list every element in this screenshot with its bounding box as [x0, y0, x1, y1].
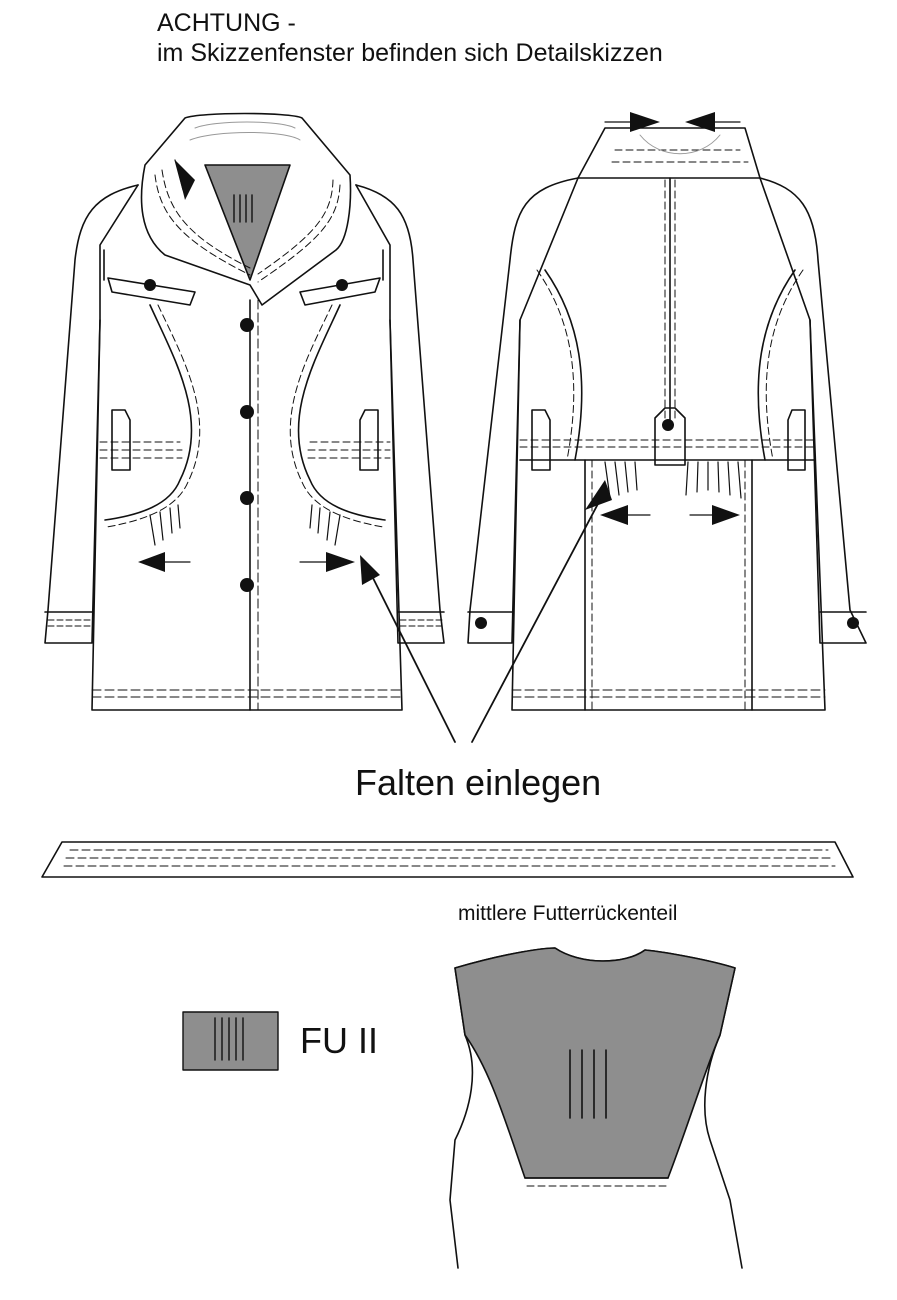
warning-note: ACHTUNG - im Skizzenfenster befinden sic…	[157, 8, 663, 68]
lining-grain-lines	[569, 1049, 607, 1119]
left-chest-flap	[107, 277, 196, 306]
front-left-seam-stitch	[106, 304, 201, 528]
back-belt-stitching	[519, 439, 816, 448]
back-left-side-tab	[531, 409, 551, 471]
warning-text: im Skizzenfenster befinden sich Detailsk…	[157, 39, 663, 67]
back-arrows	[585, 112, 740, 525]
back-center-stitch	[664, 179, 676, 419]
front-buttons	[144, 279, 348, 592]
back-right-princess-seam	[757, 269, 796, 461]
arrow-head-icon	[175, 160, 195, 200]
front-right-seam-stitch	[289, 304, 384, 528]
back-collar-fur	[639, 134, 721, 155]
button	[240, 318, 254, 332]
front-right-sleeve	[355, 184, 445, 644]
fabric-code-label: FU II	[300, 1020, 378, 1061]
front-right-pleats	[309, 504, 341, 546]
swatch-box	[182, 1011, 279, 1071]
back-panel-seams	[584, 459, 753, 711]
belt-outline	[41, 841, 854, 878]
yoke-seams	[103, 249, 384, 281]
back-right-seam-stitch	[765, 269, 804, 461]
arrow-head-icon	[600, 505, 628, 525]
back-right-sleeve	[759, 177, 867, 644]
collar-stitching-2	[161, 169, 334, 275]
back-body-outline	[511, 177, 826, 711]
back-left-sleeve	[467, 177, 579, 644]
jacket-front-view	[44, 112, 445, 711]
lining-back-piece	[449, 947, 743, 1269]
belt-stitching	[63, 849, 836, 867]
button	[336, 279, 348, 291]
collar-fur-texture	[189, 121, 301, 141]
front-right-side-tab	[359, 409, 379, 471]
right-chest-flap	[299, 277, 381, 306]
front-arrow-shafts	[164, 159, 327, 563]
pleats-label: Falten einlegen	[355, 762, 602, 803]
front-left-sleeve	[44, 184, 139, 644]
arrow-head-icon	[326, 552, 355, 572]
back-right-side-tab	[787, 409, 806, 471]
front-waist-stitching	[99, 441, 391, 459]
lining-back-grey-panel	[454, 947, 736, 1179]
front-body-outline	[91, 184, 403, 711]
back-left-princess-seam	[544, 269, 583, 461]
front-left-side-tab	[111, 409, 131, 471]
arrow-head-icon	[685, 112, 715, 132]
arrow-head-icon	[712, 505, 740, 525]
back-pleats	[604, 461, 742, 499]
back-center-tab	[654, 407, 686, 466]
button	[240, 491, 254, 505]
button	[240, 405, 254, 419]
arrow-head-icon	[360, 555, 380, 585]
button	[144, 279, 156, 291]
button	[847, 617, 859, 629]
front-collar	[140, 112, 352, 306]
swatch-grain-lines	[214, 1017, 244, 1061]
front-neck-lining	[204, 164, 291, 281]
button	[662, 419, 674, 431]
warning-title: ACHTUNG -	[157, 9, 296, 37]
front-left-pleats	[149, 504, 181, 546]
back-left-seam-stitch	[536, 269, 575, 461]
arrow-head-icon	[585, 480, 612, 510]
front-right-princess-seam	[297, 304, 386, 521]
back-collar-stitching	[611, 149, 749, 163]
belt-strip	[41, 841, 854, 878]
front-left-cuff-stitch	[47, 619, 91, 627]
front-right-cuff-stitch	[399, 619, 443, 627]
collar-stitching	[154, 174, 341, 283]
fabric-legend-swatch	[182, 1011, 279, 1071]
front-left-princess-seam	[104, 304, 193, 521]
back-arrow-shafts	[604, 121, 741, 516]
jacket-back-view	[467, 112, 867, 711]
lining-back-label: mittlere Futterrückenteil	[458, 902, 678, 925]
front-arrows	[138, 160, 380, 585]
button	[475, 617, 487, 629]
back-buttons	[475, 419, 859, 629]
back-panel-stitching	[591, 459, 746, 711]
arrow-head-icon	[630, 112, 660, 132]
pleat-pointer-lines	[369, 499, 601, 743]
button	[240, 578, 254, 592]
front-neck-lining-grain	[233, 194, 253, 223]
arrow-head-icon	[138, 552, 165, 572]
